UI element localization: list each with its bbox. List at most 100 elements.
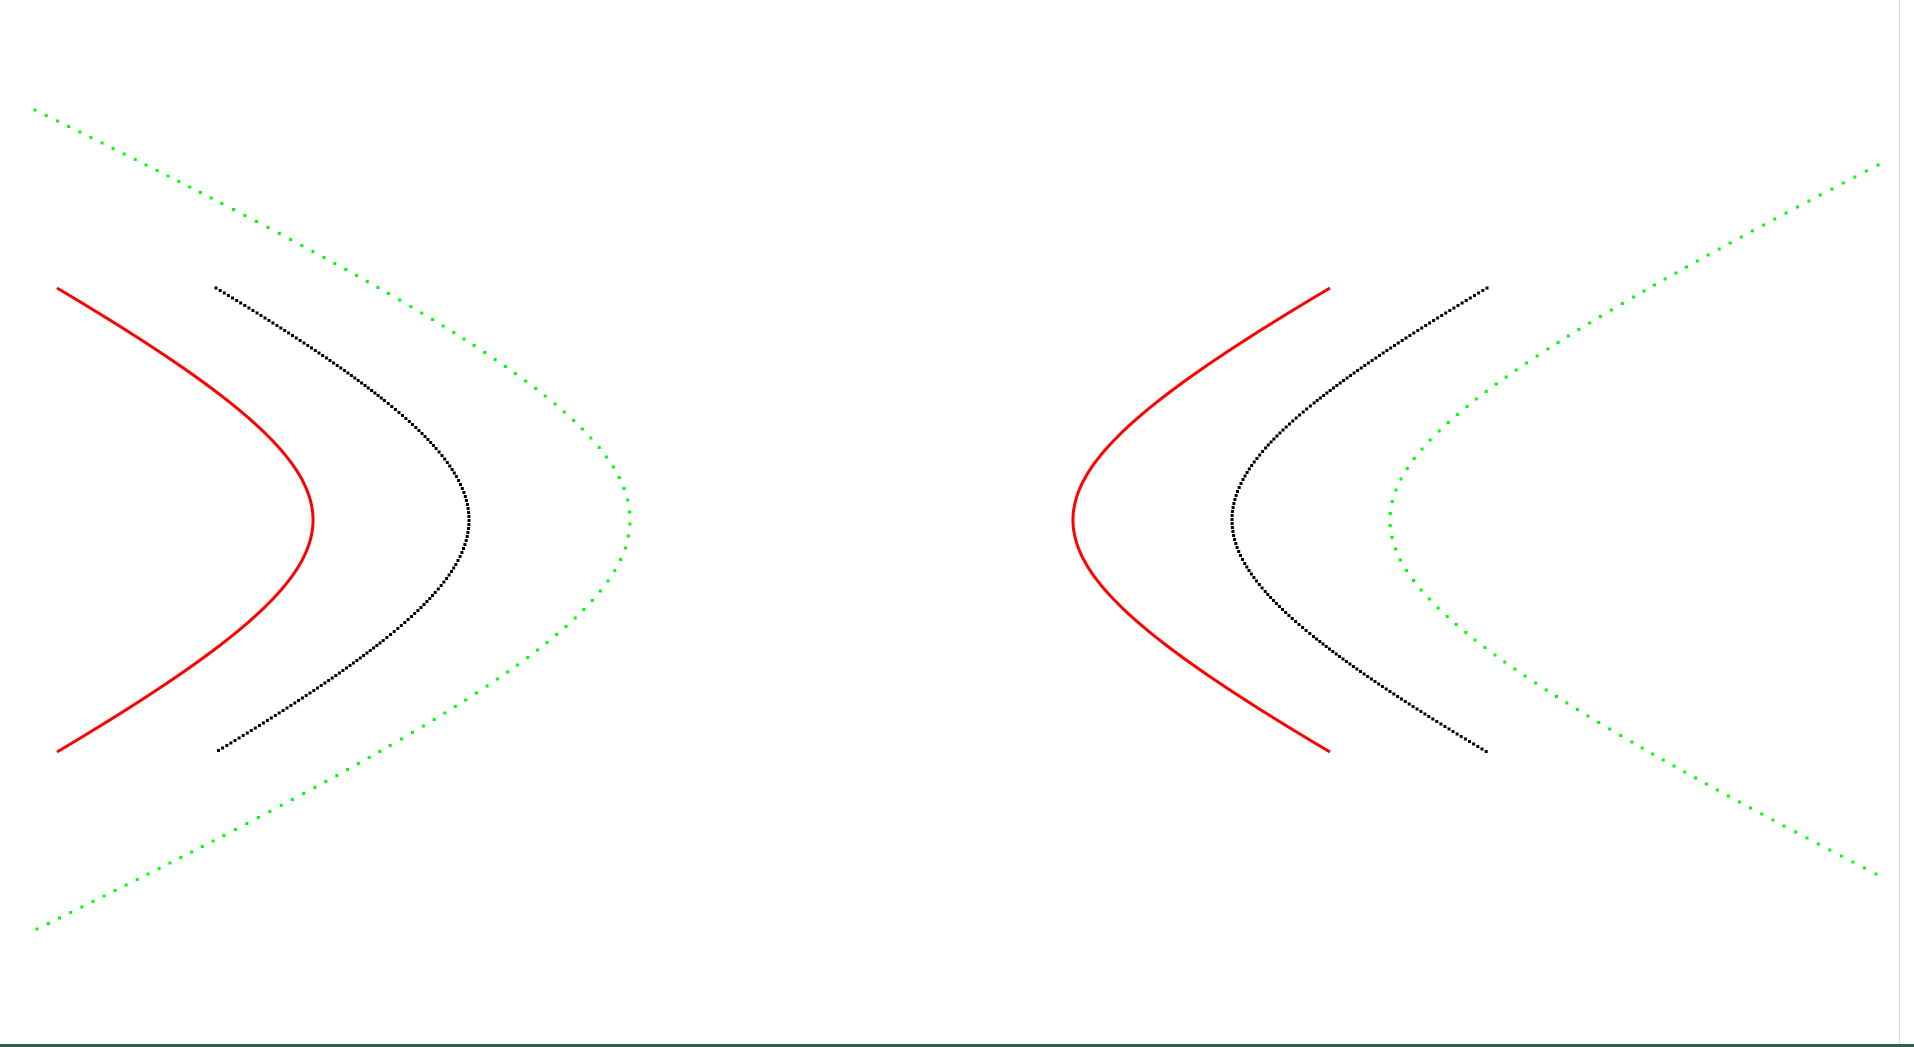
curve-dot (1294, 416, 1298, 420)
curve-dot (332, 361, 336, 365)
curve-dot (1331, 650, 1335, 653)
curve-dot (443, 711, 447, 715)
curve-dot (382, 399, 386, 402)
curve-dot (370, 389, 374, 392)
window-bottom-edge (0, 1044, 1914, 1047)
curve-dot (1474, 397, 1478, 401)
curve-dot (1706, 253, 1710, 257)
curve-dot (1828, 848, 1832, 852)
curve-dot (376, 394, 380, 397)
curve-dot (1318, 396, 1322, 400)
curve-dot (269, 716, 273, 720)
curve-dot (111, 147, 115, 150)
curve-dot (322, 256, 326, 259)
curve-dot (590, 599, 594, 602)
curve-dot (448, 464, 452, 468)
curve-dot (467, 527, 470, 530)
curve-dot (323, 681, 327, 685)
curve-dot (1301, 410, 1305, 414)
curve-dot (198, 191, 202, 194)
curve-dot (1726, 794, 1730, 798)
curve-dot (1465, 405, 1469, 408)
curve-dot (1597, 721, 1601, 724)
curve-dot (1390, 500, 1394, 503)
curve-dot (1287, 614, 1291, 617)
curve-dot (1352, 371, 1356, 375)
curve-dot (1284, 425, 1288, 429)
curve-dot (1290, 617, 1294, 620)
curve-dot (56, 119, 59, 123)
curve-dot (363, 384, 367, 387)
curve-dot (239, 301, 243, 305)
curve-dot (454, 475, 458, 478)
curve-dot (231, 296, 234, 300)
curve-dot (1239, 554, 1242, 557)
curve-dot (355, 274, 359, 277)
curve-dot (1443, 725, 1447, 728)
curve-dot (1269, 440, 1273, 444)
curve-dot (1839, 854, 1843, 858)
curve-dot (1630, 740, 1634, 744)
curve-dot (263, 316, 267, 320)
curve-dot (1252, 460, 1256, 464)
curve-dot (1245, 565, 1249, 569)
curve-dot (397, 411, 401, 414)
curve-dot (1632, 295, 1636, 299)
curve-dot (327, 679, 331, 682)
curve-dot (442, 580, 446, 584)
curve-dot (403, 621, 407, 624)
curve-dot (221, 746, 225, 750)
curve-dot (1588, 321, 1592, 325)
curve-dot (440, 454, 444, 457)
curve-dot (367, 756, 371, 759)
curve-dot (436, 587, 440, 591)
curve-dot (355, 659, 359, 662)
curve-dot (406, 618, 410, 621)
curve-dot (462, 337, 466, 341)
curve-dot (1444, 311, 1448, 315)
curve-dot (353, 376, 357, 380)
curve-dot (1420, 447, 1424, 451)
curve-dot (1464, 631, 1468, 634)
curve-dot (1363, 364, 1367, 367)
curve-dot (378, 641, 382, 645)
curve-dot (316, 686, 319, 690)
curve-dot (1419, 710, 1423, 713)
curve-dot (1355, 667, 1359, 671)
curve-dot (1272, 599, 1275, 602)
curve-dot (1263, 590, 1267, 593)
curve-dot (485, 684, 489, 688)
curve-dot (536, 648, 539, 652)
curve-dot (135, 878, 139, 881)
curve-dot (422, 603, 426, 606)
curve-dot (467, 511, 471, 514)
curve-line-red-left (56, 286, 315, 754)
curve-green-left (33, 108, 632, 931)
curve-dot (348, 664, 352, 667)
curve-dot (345, 666, 348, 670)
curve-dot (1459, 735, 1463, 738)
curve-dot (1598, 315, 1602, 318)
curve-dot (293, 701, 297, 705)
curve-dot (313, 786, 317, 789)
curve-dot (1853, 175, 1857, 179)
curve-black-right (1230, 286, 1489, 753)
curve-dot (464, 698, 468, 702)
curve-dot (439, 584, 443, 587)
curve-dot (503, 365, 507, 368)
curve-dot (1782, 824, 1786, 828)
curve-dot (271, 321, 275, 325)
curve-dot (1277, 605, 1281, 608)
curve-dot (460, 487, 464, 490)
curve-dot (1237, 550, 1241, 553)
curve-dot (1384, 687, 1388, 691)
curve-dot (1370, 359, 1374, 362)
curve-dot (1514, 368, 1518, 372)
curve-dot (1272, 437, 1276, 441)
curve-dot (243, 214, 247, 217)
curve-dot (1432, 319, 1436, 322)
curve-dot (450, 570, 453, 573)
curve-dot (1392, 692, 1396, 696)
curve-dot (1348, 662, 1352, 666)
curve-dot (1503, 660, 1507, 664)
